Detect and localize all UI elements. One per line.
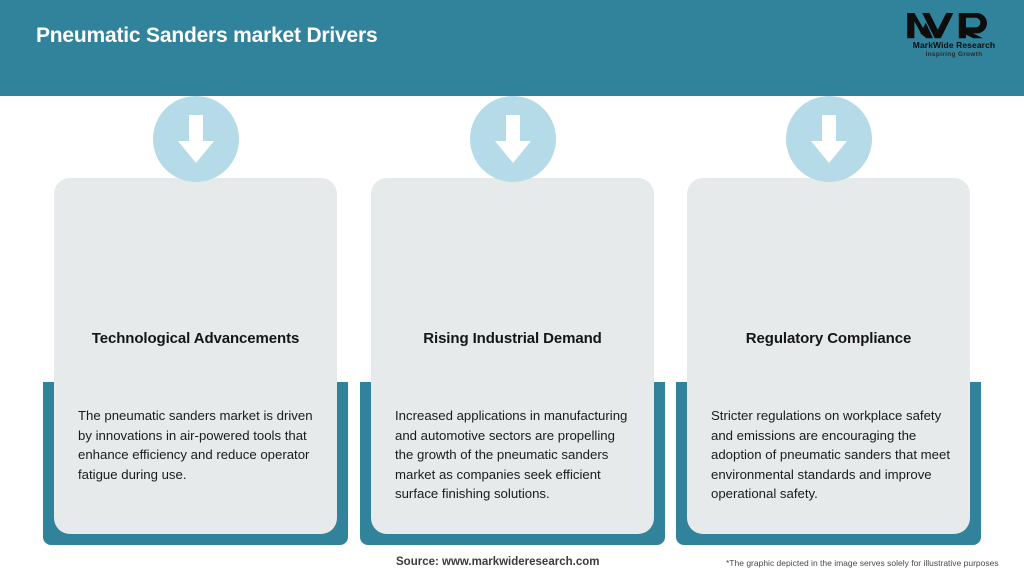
page-title: Pneumatic Sanders market Drivers — [36, 24, 378, 47]
source-label: Source: www.markwideresearch.com — [396, 556, 600, 568]
logo: MarkWide Research Inspiring Growth — [898, 8, 1010, 64]
driver-card-1: Technological Advancements The pneumatic… — [43, 96, 348, 548]
driver-card-3: Regulatory Compliance Stricter regulatio… — [676, 96, 981, 548]
card-body-1: Technological Advancements The pneumatic… — [54, 178, 337, 534]
mwr-logo-icon — [907, 13, 987, 39]
driver-card-2: Rising Industrial Demand Increased appli… — [360, 96, 665, 548]
card-text-2: Increased applications in manufacturing … — [395, 408, 628, 501]
arrow-down-icon — [469, 96, 556, 182]
card-text-3: Stricter regulations on workplace safety… — [711, 408, 950, 501]
card-body-2: Rising Industrial Demand Increased appli… — [371, 178, 654, 534]
card-title-2: Rising Industrial Demand — [423, 330, 602, 347]
disclaimer-note: *The graphic depicted in the image serve… — [726, 558, 999, 568]
logo-name: MarkWide Research — [912, 40, 996, 50]
drivers-card-group: Technological Advancements The pneumatic… — [0, 96, 1024, 548]
arrow-down-glyph — [494, 115, 531, 163]
card-title-3: Regulatory Compliance — [745, 330, 912, 347]
arrow-down-icon — [785, 96, 872, 182]
arrow-down-glyph — [810, 115, 847, 163]
arrow-down-glyph — [177, 115, 214, 163]
logo-tagline: Inspiring Growth — [925, 51, 983, 58]
card-title-1: Technological Advancements — [91, 330, 300, 347]
header-banner: Pneumatic Sanders market Drivers MarkWid… — [0, 0, 1024, 96]
card-body-3: Regulatory Compliance Stricter regulatio… — [687, 178, 970, 534]
card-text-1: The pneumatic sanders market is driven b… — [78, 408, 313, 482]
arrow-down-icon — [152, 96, 239, 182]
